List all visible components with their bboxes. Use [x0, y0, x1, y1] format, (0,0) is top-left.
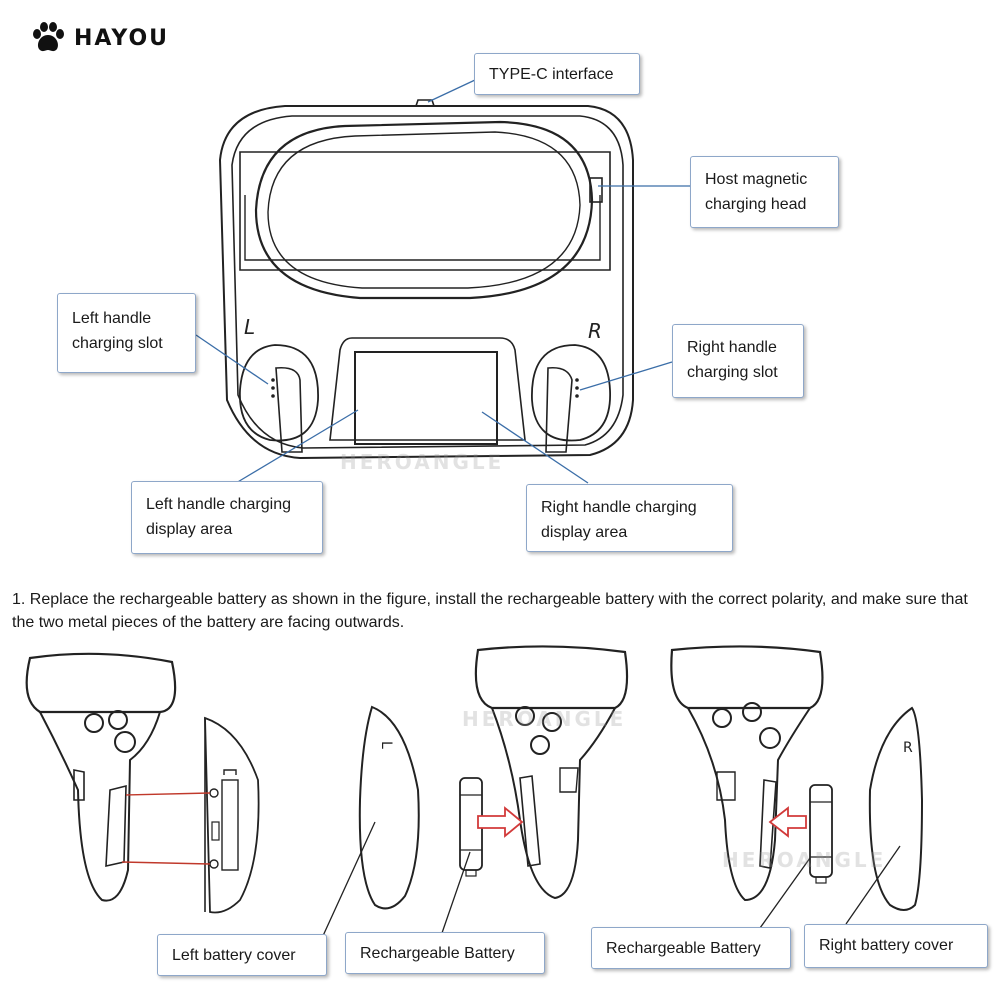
cover-right-mark: R [903, 740, 913, 756]
callout-rechargeable-battery-2: Rechargeable Battery [591, 927, 791, 969]
leader-lines [195, 79, 690, 484]
label-right-battery-cover: Right battery cover [819, 937, 954, 954]
watermark: HEROANGLE [462, 707, 627, 731]
label-host-magnetic-line2: charging head [705, 196, 807, 213]
charging-dock [218, 99, 634, 460]
paw-icon [33, 22, 64, 52]
callout-left-battery-cover: Left battery cover [157, 934, 327, 976]
dock-left-mark: L [244, 315, 255, 339]
callout-host-magnetic: Host magnetic charging head [690, 156, 839, 228]
callout-type-c: TYPE-C interface [474, 53, 640, 95]
left-battery-cover [358, 705, 420, 910]
insert-arrow-right [768, 806, 807, 838]
insert-arrow-left [477, 806, 524, 838]
insert-arrows [477, 806, 807, 838]
label-right-slot-line1: Right handle [687, 339, 777, 356]
slot-indicator-dots [271, 378, 579, 398]
label-rechargeable-battery-2: Rechargeable Battery [606, 940, 761, 957]
watermark: HEROANGLE [340, 450, 505, 474]
label-left-display-line2: display area [146, 521, 233, 538]
label-host-magnetic-line1: Host magnetic [705, 171, 808, 188]
callout-left-display: Left handle charging display area [131, 481, 323, 554]
part-leader-lines [321, 821, 901, 939]
callout-right-slot: Right handle charging slot [672, 324, 804, 398]
label-left-slot-line2: charging slot [72, 335, 163, 352]
compartment-link-lines [121, 792, 211, 865]
brand-logo: HAYOU [30, 22, 169, 54]
dock-right-mark: R [588, 319, 602, 343]
label-rechargeable-battery-1: Rechargeable Battery [360, 945, 515, 962]
callout-rechargeable-battery-1: Rechargeable Battery [345, 932, 545, 974]
label-right-slot-line2: charging slot [687, 364, 778, 381]
label-left-battery-cover: Left battery cover [172, 947, 296, 964]
label-right-display-line1: Right handle charging [541, 499, 697, 516]
callout-right-display: Right handle charging display area [526, 484, 733, 552]
watermark: HEROANGLE [722, 848, 887, 872]
label-right-display-line2: display area [541, 524, 628, 541]
rechargeable-battery-2 [809, 784, 833, 884]
label-type-c: TYPE-C interface [489, 66, 614, 83]
callout-right-battery-cover: Right battery cover [804, 924, 988, 968]
label-left-display-line1: Left handle charging [146, 496, 291, 513]
right-controller [670, 645, 824, 902]
right-battery-cover [868, 706, 924, 911]
callout-left-slot: Left handle charging slot [57, 293, 196, 373]
brand-name: HAYOU [74, 25, 170, 51]
left-controller [25, 652, 260, 914]
center-controller [474, 645, 629, 900]
instruction-text: 1. Replace the rechargeable battery as s… [12, 591, 968, 631]
cover-left-mark: L [378, 741, 394, 749]
label-left-slot-line1: Left handle [72, 310, 152, 327]
